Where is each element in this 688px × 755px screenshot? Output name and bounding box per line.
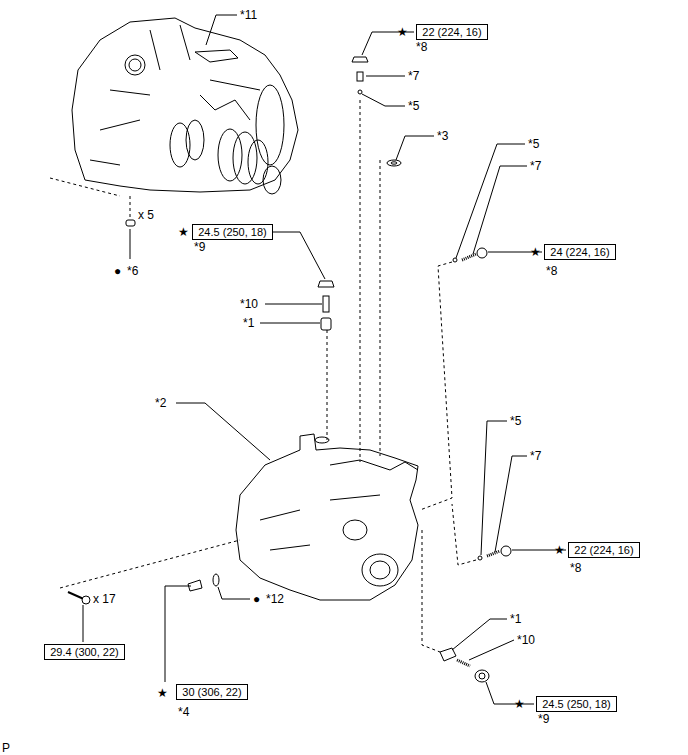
callout-label: *7: [530, 450, 541, 462]
callout-label: *4: [178, 706, 189, 718]
callout-label: *7: [408, 70, 419, 82]
callout-label: *5: [528, 138, 539, 150]
callout-label: ●: [114, 265, 121, 277]
callout-label: *9: [194, 241, 205, 253]
callout-label: *9: [538, 713, 549, 725]
torque-value: 22 (224, 16): [574, 544, 633, 556]
callout-label: *11: [240, 9, 257, 21]
callout-label: *5: [510, 415, 521, 427]
torque-value: 24 (224, 16): [550, 246, 609, 258]
callout-label: ★: [397, 26, 408, 38]
torque-value: 29.4 (300, 22): [50, 646, 119, 658]
callout-label: *6: [127, 265, 138, 277]
callout-label: *10: [517, 634, 535, 646]
callout-label: *8: [416, 41, 427, 53]
callout-label: *1: [243, 317, 254, 329]
torque-box: 30 (306, 22): [176, 684, 248, 700]
torque-box: 24 (224, 16): [544, 244, 616, 260]
callout-label: ★: [554, 544, 565, 556]
callout-label: *3: [437, 130, 448, 142]
torque-box: 29.4 (300, 22): [44, 644, 125, 660]
torque-value: 24.5 (250, 18): [198, 226, 267, 238]
callout-label: *8: [570, 562, 581, 574]
torque-box: 24.5 (250, 18): [192, 224, 273, 240]
torque-box: 22 (224, 16): [568, 542, 640, 558]
callout-label: x 5: [138, 209, 154, 221]
torque-box: 22 (224, 16): [416, 24, 488, 40]
torque-box: 24.5 (250, 18): [536, 696, 617, 712]
callout-label: ★: [530, 246, 541, 258]
callout-label: ★: [157, 687, 168, 699]
callout-label: *5: [408, 100, 419, 112]
callout-label: *10: [240, 298, 258, 310]
callout-label: ●: [253, 593, 260, 605]
callout-label: *1: [510, 613, 521, 625]
callout-label: P: [2, 742, 10, 754]
callout-label: *7: [530, 160, 541, 172]
callout-label: ★: [178, 226, 189, 238]
torque-value: 24.5 (250, 18): [542, 698, 611, 710]
callout-label: *8: [546, 265, 557, 277]
callout-label: x 17: [93, 593, 116, 605]
torque-value: 22 (224, 16): [422, 26, 481, 38]
torque-value: 30 (306, 22): [182, 686, 241, 698]
callout-label: *12: [266, 593, 284, 605]
callout-label: *2: [155, 397, 166, 409]
callout-label: ★: [514, 698, 525, 710]
